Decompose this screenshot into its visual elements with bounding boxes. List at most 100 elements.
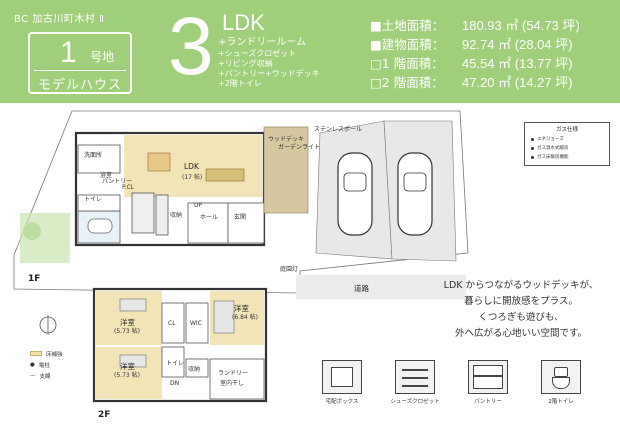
brand-title: BC 加古川町木村 Ⅱ bbox=[14, 14, 105, 25]
area-row: □1 階面積： 45.54 ㎡ (13.77 坪) bbox=[370, 54, 580, 73]
gas-spec-label: ガス床暖房機能 bbox=[537, 155, 569, 160]
dining-table bbox=[147, 152, 171, 172]
gas-spec-item: エネジョーズ bbox=[531, 135, 609, 144]
copy-line: 外へ広がる心地いい空間です。 bbox=[454, 328, 588, 339]
label-pcl: P.CL bbox=[122, 184, 135, 191]
feature-icon-row: 宅配ボックス シューズクロゼット パントリー 2階トイレ bbox=[310, 360, 593, 410]
legend-item: 床補強 bbox=[30, 348, 63, 359]
label-storage-2f: 収納 bbox=[188, 365, 200, 373]
label-hall: ホール bbox=[200, 214, 218, 221]
ldk-floor bbox=[124, 135, 262, 197]
car-2-windshield bbox=[403, 172, 427, 192]
label-bath: 浴室 bbox=[100, 171, 112, 179]
laundry-room bbox=[209, 358, 265, 400]
area-row: □2 階面積：47.20 ㎡ (14.27 坪) bbox=[370, 73, 580, 92]
label-dn: DN bbox=[170, 380, 179, 387]
label-wic: WIC bbox=[190, 320, 202, 327]
label-entrance: 玄関 bbox=[234, 213, 246, 221]
gas-spec-item: ガス床暖房機能 bbox=[531, 153, 609, 162]
feature-item: +リビング収納 bbox=[218, 59, 273, 68]
area-value: 45.54 ㎡ (13.77 坪) bbox=[462, 56, 573, 71]
label-toilet: トイレ bbox=[84, 196, 102, 203]
car-1 bbox=[337, 152, 373, 236]
toilet-room bbox=[77, 194, 121, 212]
gas-spec-list: エネジョーズ ガス温水式暖房 ガス床暖房機能 bbox=[531, 135, 609, 162]
bullet-icon bbox=[531, 156, 534, 159]
feature-item: +2階トイレ bbox=[218, 79, 262, 88]
area-value: 180.93 ㎡ (54.73 坪) bbox=[462, 18, 580, 33]
icon-card: 2階トイレ bbox=[529, 360, 593, 410]
kitchen-counter bbox=[131, 192, 155, 234]
feature-item: +シューズクロゼット bbox=[218, 49, 297, 58]
bathtub bbox=[87, 218, 113, 234]
road-area bbox=[296, 275, 466, 299]
lot-box: 1 号地 モデルハウス bbox=[28, 32, 132, 94]
hall-room bbox=[187, 202, 229, 244]
pantry-icon bbox=[468, 360, 508, 394]
legend-swatch bbox=[30, 351, 42, 356]
label-bedroom-b-size: (5.73 帖) bbox=[114, 371, 140, 379]
icon-caption: シューズクロゼット bbox=[390, 399, 440, 405]
icon-card: 宅配ボックス bbox=[310, 360, 374, 410]
floor-plan-drawing: 洗面所 トイレ 浴室 パントリー LDK (17 帖) 収納 ホール 玄関 UP… bbox=[13, 110, 469, 403]
lot-divider bbox=[34, 70, 126, 71]
label-ldk-size: (17 帖) bbox=[182, 173, 202, 181]
label-bedroom-a: 洋室 bbox=[120, 317, 135, 327]
toilet-icon bbox=[541, 360, 581, 394]
icon-caption: 2階トイレ bbox=[548, 399, 574, 405]
bullet-icon bbox=[531, 138, 534, 141]
closet-b bbox=[185, 302, 209, 344]
gas-spec-item: ガス温水式暖房 bbox=[531, 144, 609, 153]
label-road: 道路 bbox=[354, 283, 369, 293]
copy-line: 暮らしに開放感をプラス。 bbox=[464, 296, 578, 307]
label-storage: 収納 bbox=[170, 211, 182, 219]
label-ldk: LDK bbox=[184, 162, 200, 171]
label-washroom: 洗面所 bbox=[84, 151, 102, 159]
label-bedroom-b: 洋室 bbox=[120, 361, 135, 371]
lot-type: モデルハウス bbox=[37, 78, 122, 93]
lot-suffix: 号地 bbox=[90, 50, 115, 64]
closet-c bbox=[161, 346, 185, 378]
area-label: □1 階面積： bbox=[370, 56, 444, 71]
label-drying: 室内干し bbox=[220, 379, 244, 387]
label-wood-deck: ウッドデッキ bbox=[268, 135, 304, 143]
bed bbox=[119, 354, 147, 368]
legend-label: 電柱 bbox=[38, 362, 50, 369]
shrub bbox=[23, 222, 41, 240]
icon-card: パントリー bbox=[456, 360, 520, 410]
area-label: ■土地面積： bbox=[370, 18, 445, 33]
area-row: ■土地面積： 180.93 ㎡ (54.73 坪) bbox=[370, 16, 580, 35]
label-stainless-pole: ステンレスポール bbox=[314, 125, 362, 133]
label-toilet-2f: トイレ bbox=[166, 360, 184, 367]
label-pantry: パントリー bbox=[102, 178, 132, 185]
bullet-icon bbox=[531, 147, 534, 150]
plan-legend: 床補強 ●電柱 —支線 bbox=[30, 348, 63, 381]
sofa bbox=[205, 168, 245, 182]
shoe-closet-icon bbox=[395, 360, 435, 394]
floor-tag-2f: 2F bbox=[98, 410, 111, 420]
gas-spec-label: エネジョーズ bbox=[537, 137, 564, 142]
lot-number: 1 bbox=[60, 36, 77, 69]
washroom-room bbox=[77, 144, 121, 174]
outlet-icon: ● bbox=[30, 361, 35, 368]
label-up: UP bbox=[194, 202, 202, 209]
area-label: ■建物面積： bbox=[370, 37, 445, 52]
storage-room-2f bbox=[185, 358, 209, 378]
bed bbox=[119, 298, 147, 312]
feature-list: +ランドリールーム +シューズクロゼット +リビング収納 +パントリー+ウッドデ… bbox=[218, 36, 320, 89]
icon-caption: 宅配ボックス bbox=[325, 399, 359, 405]
legend-label: 床補強 bbox=[46, 351, 63, 358]
closet-a bbox=[161, 302, 185, 344]
gas-spec-box: ガス仕様 エネジョーズ ガス温水式暖房 ガス床暖房機能 bbox=[524, 122, 610, 166]
copy-line: くつろぎも遊びも、 bbox=[478, 312, 564, 323]
legend-item: —支線 bbox=[30, 370, 63, 381]
gas-spec-title: ガス仕様 bbox=[555, 127, 578, 133]
car-1-windshield bbox=[343, 172, 367, 192]
delivery-box-icon bbox=[322, 360, 362, 394]
icon-caption: パントリー bbox=[474, 399, 502, 405]
car-2 bbox=[397, 152, 433, 236]
area-list: ■土地面積：180.93 ㎡ (54.73 坪) ■建物面積：92.74 ㎡ (… bbox=[370, 16, 580, 92]
wood-deck bbox=[263, 126, 309, 214]
plan-number: 3 bbox=[168, 1, 214, 92]
label-post-light: 庭園灯 bbox=[280, 265, 298, 273]
